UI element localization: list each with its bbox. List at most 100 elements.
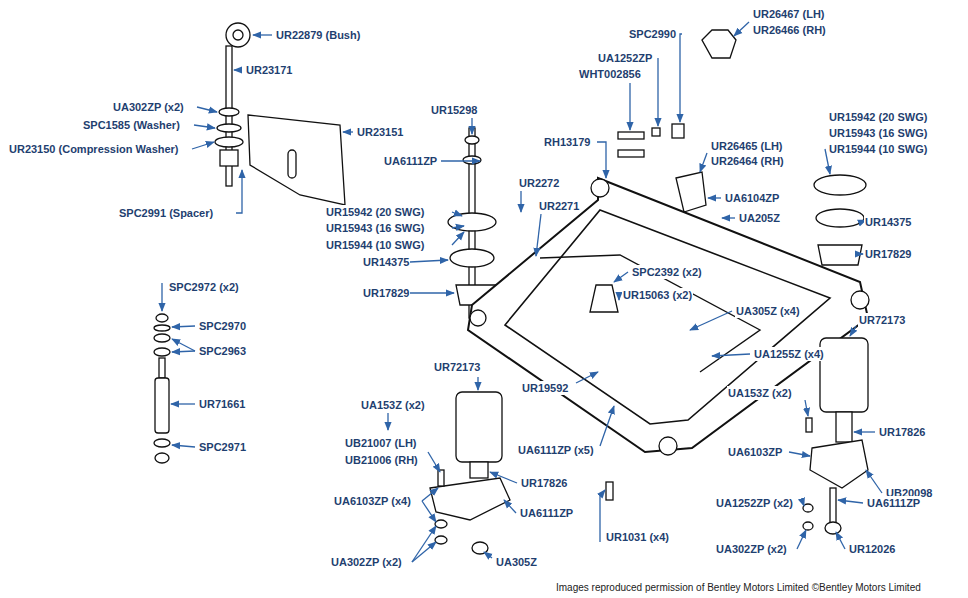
part-number: UR23151	[356, 125, 404, 139]
leader-line	[690, 311, 732, 330]
bolt	[618, 150, 644, 157]
part-number: UA6111ZP	[383, 154, 438, 168]
part-number: UR14375	[362, 255, 410, 269]
copyright-note: Images reproduced permission of Bentley …	[556, 582, 921, 594]
part-number: UR2271	[538, 199, 580, 213]
leader-line	[422, 488, 438, 501]
leader-line	[236, 170, 242, 213]
parts	[154, 23, 869, 554]
part-number: SPC2990	[628, 27, 677, 41]
part-number: SPC2972 (x2)	[168, 280, 240, 294]
leader-line	[410, 292, 454, 293]
part-number: UA1255Z (x4)	[753, 347, 825, 361]
leader-line	[477, 377, 478, 390]
leader-line	[422, 501, 436, 522]
mount-boss	[591, 179, 609, 197]
part-number: UA6111ZP	[519, 506, 574, 520]
part-number: UR26464 (RH)	[710, 154, 785, 168]
leader-line	[722, 217, 735, 218]
spacer	[220, 150, 238, 166]
compression-washer	[215, 137, 243, 147]
nut	[825, 522, 841, 534]
rubber-mount	[816, 209, 864, 227]
part-number: UR2272	[518, 176, 560, 190]
leader-line	[838, 500, 863, 503]
bolt	[830, 488, 836, 524]
part-number: UR15943 (16 SWG)	[828, 126, 928, 140]
leader-line	[172, 445, 195, 447]
washer	[154, 325, 170, 331]
part-number: UA153Z (x2)	[360, 398, 426, 412]
leader-line	[197, 107, 217, 112]
leader-line	[836, 532, 845, 549]
nut	[156, 314, 168, 322]
bracket-slot	[288, 150, 296, 178]
leader-line	[866, 470, 882, 493]
part-number: UR72173	[433, 360, 481, 374]
part-number: UA6111ZP	[866, 496, 921, 510]
part-number: SPC2963	[198, 344, 247, 358]
bracket-plate	[248, 115, 345, 205]
part-number: UR15942 (20 SWG)	[828, 110, 928, 124]
leader-line	[854, 431, 875, 432]
leader-line	[614, 272, 628, 282]
leader-line	[161, 283, 162, 311]
leader-line	[234, 69, 242, 70]
leader-line	[471, 118, 472, 134]
leader-line	[504, 500, 516, 513]
part-number: SPC1585 (Washer)	[82, 118, 181, 132]
leader-line	[452, 226, 464, 228]
spring-stem	[836, 412, 852, 442]
leader-line	[600, 406, 614, 446]
spring-bracket	[810, 440, 868, 488]
leader-line	[428, 452, 440, 472]
part-number: RH13179	[543, 135, 591, 149]
part-number: SPC2991 (Spacer)	[118, 206, 214, 220]
washer	[154, 439, 170, 447]
part-number: UR17826	[520, 476, 568, 490]
part-number: UA302ZP (x2)	[715, 542, 788, 556]
part-number: UR15942 (20 SWG)	[325, 205, 425, 219]
leader-line	[789, 452, 810, 456]
part-number: UB21007 (LH)	[344, 436, 418, 450]
leader-line	[597, 142, 606, 178]
part-number: UR1031 (x4)	[605, 530, 670, 544]
part-number: UA6111ZP (x5)	[517, 443, 595, 457]
nut	[465, 136, 479, 144]
nut	[472, 542, 488, 554]
damper-body	[155, 378, 169, 433]
leader-line	[253, 34, 272, 35]
air-spring	[820, 338, 868, 412]
washer	[803, 504, 813, 512]
leader-line	[194, 125, 215, 128]
bracket	[676, 172, 706, 212]
part-number: UA305Z	[495, 555, 538, 569]
leader-line	[452, 212, 462, 216]
leader-line	[803, 503, 804, 506]
spacer	[672, 124, 684, 138]
part-number: UR23150 (Compression Washer)	[8, 142, 180, 156]
leader-line	[805, 400, 808, 416]
leader-line	[536, 214, 541, 256]
shim	[814, 175, 866, 195]
spring-stem	[470, 462, 488, 478]
part-number: UA1252ZP (x2)	[715, 496, 794, 510]
part-number: UA302ZP (x2)	[330, 555, 403, 569]
part-number: SPC2392 (x2)	[631, 265, 703, 279]
washer	[154, 348, 170, 356]
leader-line	[712, 354, 750, 356]
part-number: UR12026	[848, 542, 896, 556]
part-number: UR71661	[198, 397, 246, 411]
bolt	[806, 418, 812, 432]
part-number: UA1252ZP	[597, 51, 653, 65]
part-number: SPC2971	[198, 440, 247, 454]
part-number: UR26467 (LH)	[752, 7, 826, 21]
bump-stop	[590, 285, 618, 312]
washer	[652, 128, 660, 136]
bush-hole	[233, 30, 243, 40]
part-number: UR26465 (LH)	[710, 139, 784, 153]
subframe-opening	[505, 210, 830, 424]
leader-line	[343, 131, 353, 132]
